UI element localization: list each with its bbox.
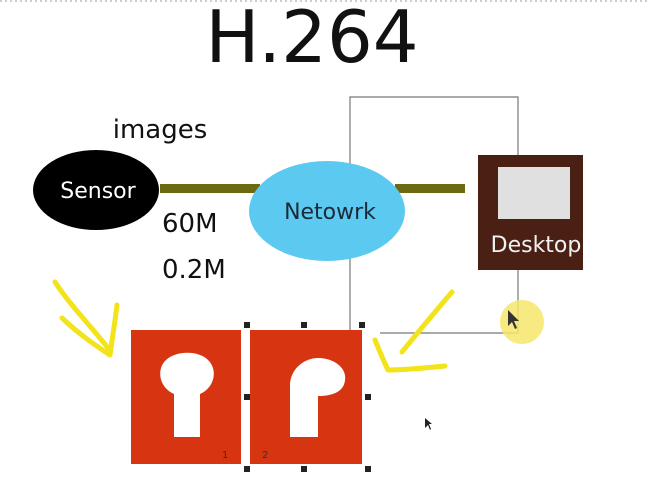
frame-1-number: 1 (222, 450, 228, 461)
resize-handle-icon[interactable] (365, 394, 371, 400)
frame-2-number: 2 (262, 450, 268, 461)
annotation-arrow-left-shaft (52, 279, 111, 351)
resize-handle-icon[interactable] (244, 394, 250, 400)
cursor-icon (508, 310, 519, 329)
resize-handle-icon[interactable] (244, 322, 250, 328)
annotation-arrow-right-head (372, 337, 448, 373)
resize-handle-icon[interactable] (301, 466, 307, 472)
desktop-label: Desktop (491, 233, 582, 258)
cursor-highlight (500, 300, 544, 344)
keyhole-icon (290, 358, 346, 437)
resize-handles[interactable] (244, 322, 371, 472)
cursor-icon (425, 418, 432, 430)
link-network-desktop (395, 184, 465, 193)
resize-handle-icon[interactable] (365, 466, 371, 472)
compressed-rate-label: 0.2M (162, 255, 226, 285)
annotation-arrow-right-shaft (399, 289, 455, 355)
resize-handle-icon[interactable] (301, 322, 307, 328)
annotation-arrows (52, 279, 455, 373)
images-label: images (113, 115, 208, 145)
sensor-label: Sensor (60, 179, 136, 204)
wire-desktop-return (380, 270, 519, 334)
desktop-screen (498, 167, 570, 219)
network-label: Netowrk (284, 200, 376, 225)
annotation-arrow-left-head (59, 302, 120, 358)
network-node (249, 161, 405, 261)
sensor-node (33, 150, 159, 230)
raw-rate-label: 60M (162, 209, 218, 239)
page-title: H.264 (205, 0, 418, 79)
keyhole-icon (160, 352, 214, 437)
resize-handle-icon[interactable] (359, 322, 365, 328)
link-sensor-network (160, 184, 260, 193)
resize-handle-icon[interactable] (244, 466, 250, 472)
